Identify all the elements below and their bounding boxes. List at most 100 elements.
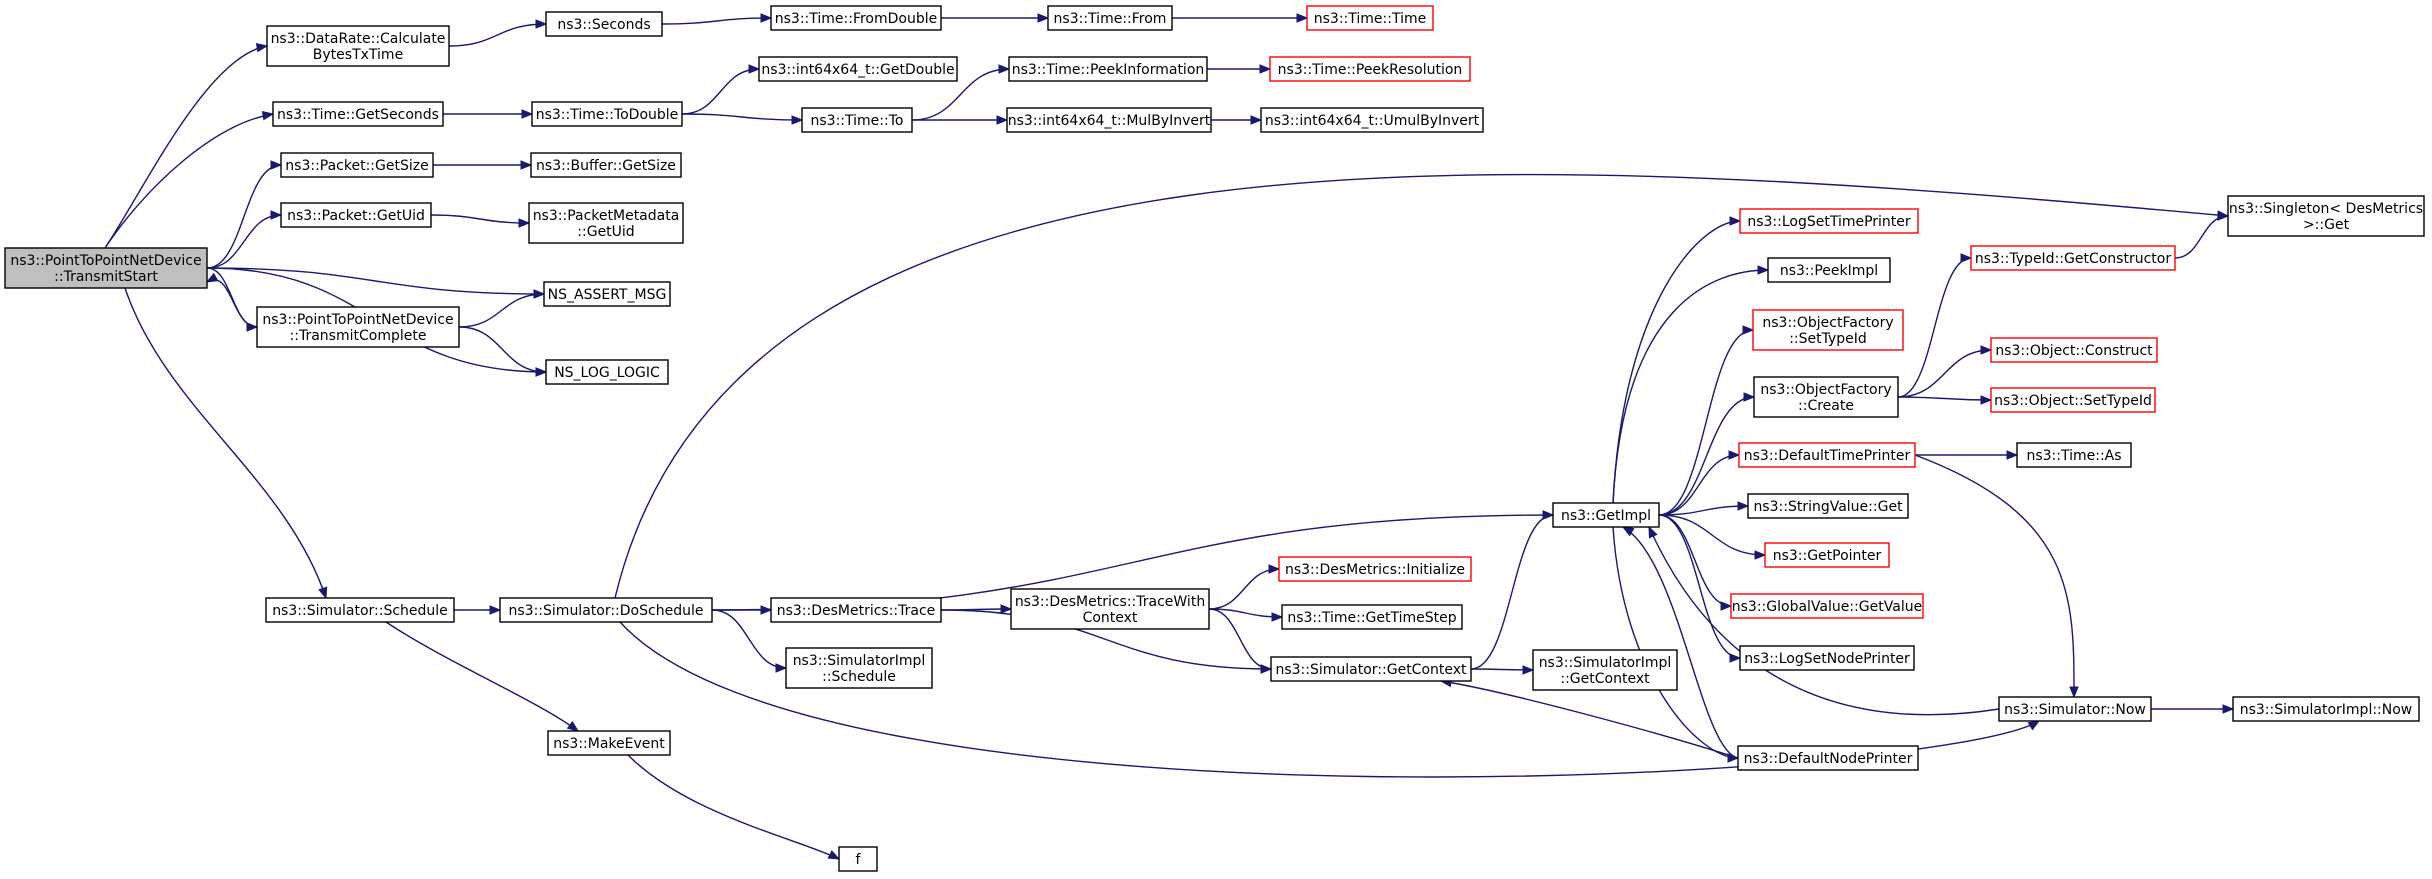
node-label: ns3::LogSetTimePrinter [1747, 214, 1911, 230]
graph-node-f[interactable]: f [838, 846, 878, 872]
node-box [1739, 645, 1915, 671]
graph-node-typeidgetctor[interactable]: ns3::TypeId::GetConstructor [1970, 245, 2176, 271]
node-label: ns3::PeekImpl [1780, 263, 1878, 279]
graph-node-pktgetuid[interactable]: ns3::Packet::GetUid [280, 202, 432, 228]
arrowhead-ofcreate-to-objconstruct [1980, 345, 1993, 355]
edge-doschedule-to-singleton [614, 173, 2229, 599]
graph-node-umulbyinv[interactable]: ns3::int64x64_t::UmulByInvert [1260, 107, 1484, 133]
edge-getimpl-to-peekimpl [1612, 269, 1769, 504]
node-label: ns3::PointToPointNetDevice [262, 312, 453, 328]
graph-node-logsetnode[interactable]: ns3::LogSetNodePrinter [1739, 645, 1915, 671]
edge-defnodeprinter-to-getcontext [1440, 680, 1739, 759]
graph-node-getseconds[interactable]: ns3::Time::GetSeconds [272, 101, 444, 127]
node-label: ns3::StringValue::Get [1753, 499, 1903, 515]
graph-node-objsettypeid[interactable]: ns3::Object::SetTypeId [1990, 387, 2156, 413]
edge-ofcreate-to-objconstruct [1897, 349, 1992, 398]
graph-node-timeas[interactable]: ns3::Time::As [2016, 442, 2132, 468]
edge-todouble-to-timeto [681, 113, 803, 121]
graph-node-ofsettypeid[interactable]: ns3::ObjectFactory::SetTypeId [1752, 309, 1904, 351]
graph-node-mulbyinv[interactable]: ns3::int64x64_t::MulByInvert [1006, 107, 1212, 133]
arrowhead-getimpl-to-deftimeprinter [1728, 450, 1741, 460]
node-label: ::Create [1798, 398, 1854, 414]
graph-node-pktgetsize[interactable]: ns3::Packet::GetSize [280, 152, 434, 178]
node-box [1767, 257, 1891, 283]
node-box [770, 597, 942, 623]
node-box [1532, 649, 1678, 691]
graph-node-trace[interactable]: ns3::DesMetrics::Trace [770, 597, 942, 623]
node-label: ns3::SimulatorImpl::Now [2240, 702, 2413, 718]
edge-trace-to-getcontext [940, 609, 1272, 670]
graph-node-pmgetuid[interactable]: ns3::PacketMetadata::GetUid [528, 202, 684, 244]
node-box [543, 281, 671, 307]
node-box [1006, 107, 1212, 133]
node-label: ns3::Time::Time [1314, 11, 1426, 27]
edge-tracewith-to-initialize [1208, 568, 1280, 610]
graph-node-timeto[interactable]: ns3::Time::To [801, 107, 913, 133]
graph-node-fromdouble[interactable]: ns3::Time::FromDouble [770, 5, 942, 31]
graph-node-bufgetsize[interactable]: ns3::Buffer::GetSize [530, 152, 682, 178]
node-box [1747, 493, 1909, 519]
edge-root-to-pktgetsize [206, 164, 282, 269]
edge-schedule-to-makeevent [385, 621, 579, 732]
node-box [1047, 5, 1173, 31]
graph-node-strvalget[interactable]: ns3::StringValue::Get [1747, 493, 1909, 519]
graph-node-seconds[interactable]: ns3::Seconds [545, 11, 663, 37]
graph-node-root[interactable]: ns3::PointToPointNetDevice::TransmitStar… [4, 247, 208, 289]
graph-node-globalval[interactable]: ns3::GlobalValue::GetValue [1730, 593, 1924, 619]
graph-node-from[interactable]: ns3::Time::From [1047, 5, 1173, 31]
node-box [1278, 556, 1472, 582]
call-graph-edges [104, 13, 2235, 860]
graph-node-simimplctx[interactable]: ns3::SimulatorImpl::GetContext [1532, 649, 1678, 691]
graph-node-gettimestep[interactable]: ns3::Time::GetTimeStep [1281, 604, 1463, 630]
graph-node-simimplnow[interactable]: ns3::SimulatorImpl::Now [2232, 696, 2420, 722]
node-label: ns3::GetPointer [1773, 548, 1882, 564]
arrowhead-pktgetuid-to-pmgetuid [518, 218, 531, 228]
arrowhead-getimpl-to-getpointer [1754, 550, 1767, 560]
edge-txcomplete-to-assert [458, 293, 545, 328]
node-box [280, 202, 432, 228]
node-box [531, 101, 683, 127]
graph-node-todouble[interactable]: ns3::Time::ToDouble [531, 101, 683, 127]
graph-node-peekres[interactable]: ns3::Time::PeekResolution [1269, 56, 1471, 82]
node-box [545, 11, 663, 37]
graph-node-simnow[interactable]: ns3::Simulator::Now [1998, 696, 2152, 722]
node-label: ns3::int64x64_t::MulByInvert [1008, 113, 1211, 129]
graph-node-objconstruct[interactable]: ns3::Object::Construct [1990, 337, 2158, 363]
node-box [1008, 56, 1208, 82]
graph-node-getimpl[interactable]: ns3::GetImpl [1552, 502, 1660, 528]
arrowhead-tracewith-to-getcontext [1260, 664, 1273, 674]
graph-node-txcomplete[interactable]: ns3::PointToPointNetDevice::TransmitComp… [256, 306, 460, 348]
graph-node-peekimpl[interactable]: ns3::PeekImpl [1767, 257, 1891, 283]
graph-node-getpointer[interactable]: ns3::GetPointer [1764, 542, 1890, 568]
node-box [4, 247, 208, 289]
node-box [2232, 696, 2420, 722]
graph-node-defnodeprinter[interactable]: ns3::DefaultNodePrinter [1737, 745, 1919, 771]
graph-node-peekinfo[interactable]: ns3::Time::PeekInformation [1008, 56, 1208, 82]
graph-node-loglogic[interactable]: NS_LOG_LOGIC [545, 359, 669, 385]
graph-node-ofcreate[interactable]: ns3::ObjectFactory::Create [1753, 376, 1899, 418]
node-label: ns3::GetImpl [1561, 508, 1651, 524]
graph-node-getdouble[interactable]: ns3::int64x64_t::GetDouble [758, 56, 958, 82]
arrowhead-doschedule-to-simnow [2027, 720, 2041, 731]
graph-node-deftimeprinter[interactable]: ns3::DefaultTimePrinter [1738, 442, 1916, 468]
edge-doschedule-to-simimplsched [711, 609, 787, 669]
node-label: ns3::Buffer::GetSize [536, 158, 676, 174]
graph-node-assert[interactable]: NS_ASSERT_MSG [543, 281, 671, 307]
graph-node-doschedule[interactable]: ns3::Simulator::DoSchedule [499, 597, 713, 623]
node-box [1990, 337, 2158, 363]
graph-node-getcontext[interactable]: ns3::Simulator::GetContext [1270, 656, 1472, 682]
graph-node-initialize[interactable]: ns3::DesMetrics::Initialize [1278, 556, 1472, 582]
node-label: ns3::ObjectFactory [1762, 315, 1893, 331]
node-label: >::Get [2303, 217, 2350, 233]
graph-node-makeevent[interactable]: ns3::MakeEvent [547, 730, 671, 756]
node-label: ns3::LogSetNodePrinter [1744, 651, 1910, 667]
node-label: ns3::DesMetrics::Trace [777, 603, 936, 619]
node-label: ::GetContext [1560, 671, 1650, 687]
graph-node-simimplsched[interactable]: ns3::SimulatorImpl::Schedule [785, 647, 933, 689]
graph-node-schedule[interactable]: ns3::Simulator::Schedule [265, 597, 455, 623]
graph-node-logsettime[interactable]: ns3::LogSetTimePrinter [1739, 208, 1919, 234]
graph-node-singleton[interactable]: ns3::Singleton< DesMetrics >::Get [2227, 195, 2425, 237]
graph-node-timetime[interactable]: ns3::Time::Time [1306, 5, 1434, 31]
